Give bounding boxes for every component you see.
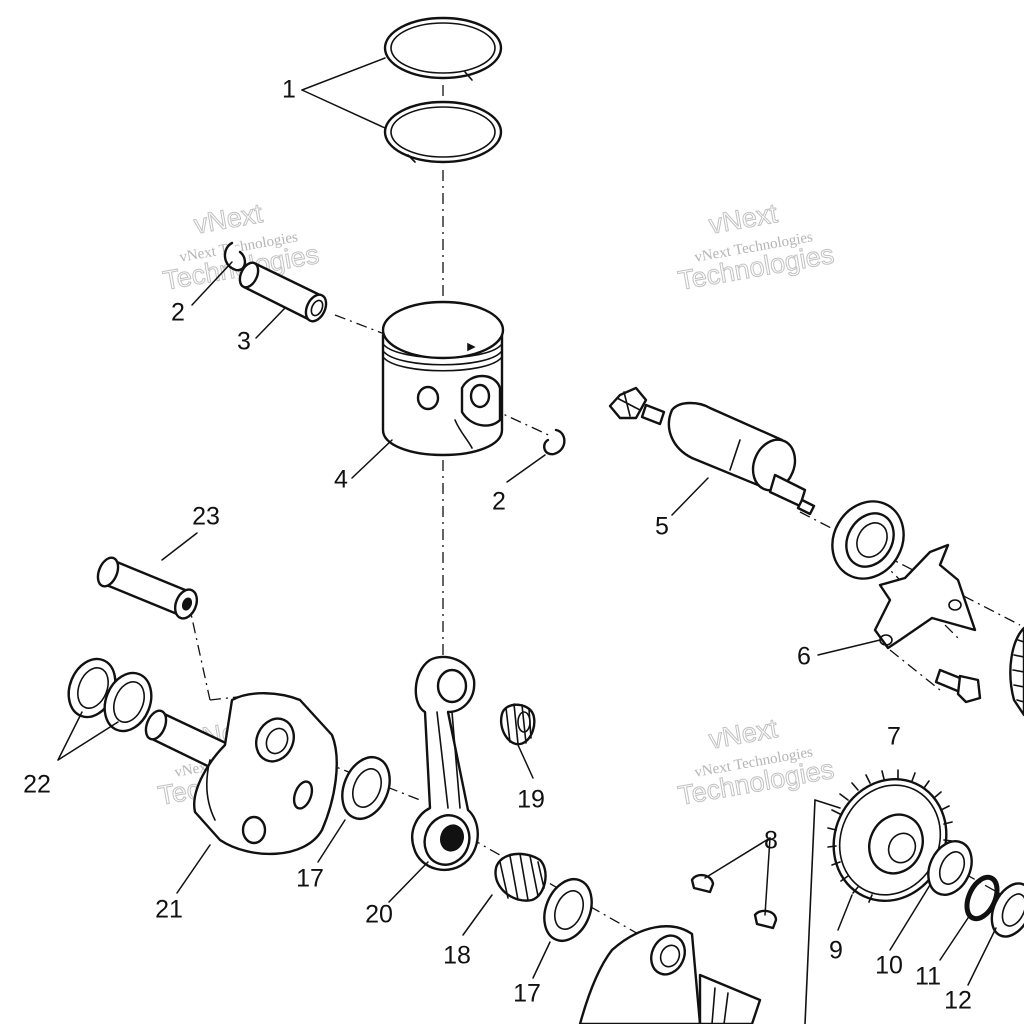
- svg-text:vNext: vNext: [707, 198, 781, 240]
- callout-4: 4: [334, 466, 348, 494]
- crankshaft-bearing-upper: [831, 500, 905, 580]
- callout-11: 11: [915, 963, 941, 991]
- callout-10: 10: [875, 952, 903, 980]
- crank-pin: [96, 556, 199, 620]
- callout-7: 7: [887, 723, 901, 751]
- callout-3: 3: [237, 328, 251, 356]
- watermark-upper-right: vNext vNext Technologies Technologies: [675, 198, 836, 297]
- callout-22: 22: [23, 771, 51, 799]
- callout-18: 18: [443, 942, 471, 970]
- thrust-washer-gear: [927, 840, 973, 896]
- callout-21: 21: [155, 896, 183, 924]
- needle-bearing-small-end: [499, 703, 536, 746]
- callout-2-left: 2: [171, 299, 185, 327]
- thrust-washer-right: [543, 878, 593, 942]
- callout-2-right: 2: [492, 488, 506, 516]
- callout-17-left: 17: [296, 865, 324, 893]
- housing-outline: [804, 799, 841, 1024]
- watermark-upper-left: vNext vNext Technologies Technologies: [160, 198, 321, 297]
- bolt: [934, 668, 982, 704]
- connecting-rod: [411, 655, 479, 871]
- woodruff-key-upper: [690, 873, 715, 894]
- piston-ring-lower: [383, 100, 503, 164]
- assembly-center-lines: [187, 85, 1021, 936]
- callout-1: 1: [282, 76, 296, 104]
- callout-8: 8: [764, 827, 778, 855]
- callout-6: 6: [797, 643, 811, 671]
- drive-gear-partial: [1009, 626, 1024, 717]
- oil-seal-inner: [103, 671, 153, 733]
- svg-text:vNext: vNext: [192, 198, 266, 240]
- svg-text:vNext: vNext: [707, 713, 781, 755]
- thrust-washer-left: [341, 756, 391, 820]
- snap-ring: [964, 874, 1000, 922]
- callout-leader-lines: [57, 57, 997, 986]
- starter-motor: [608, 386, 816, 516]
- watermark-lower-right: vNext vNext Technologies Technologies: [675, 713, 836, 812]
- woodruff-key-lower: [753, 909, 778, 930]
- callout-9: 9: [829, 937, 843, 965]
- callout-23: 23: [192, 503, 220, 531]
- needle-bearing-big-end: [494, 852, 547, 902]
- circlip-right: [542, 428, 566, 456]
- callout-17-right: 17: [513, 980, 541, 1008]
- crankshaft-left-half: [144, 692, 338, 856]
- bracket-plate: [873, 543, 977, 650]
- callout-labels: 1 2 2 3 4 5 6 7 8 9 10 11 12 17 17 18 19…: [23, 76, 972, 1015]
- callout-19: 19: [517, 786, 545, 814]
- piston-ring-upper: [383, 16, 503, 81]
- piston-pin: [238, 261, 328, 323]
- callout-20: 20: [365, 901, 393, 929]
- callout-12: 12: [944, 987, 972, 1015]
- crankshaft-right-half-partial: [578, 925, 762, 1024]
- callout-5: 5: [655, 513, 669, 541]
- piston: [381, 300, 505, 457]
